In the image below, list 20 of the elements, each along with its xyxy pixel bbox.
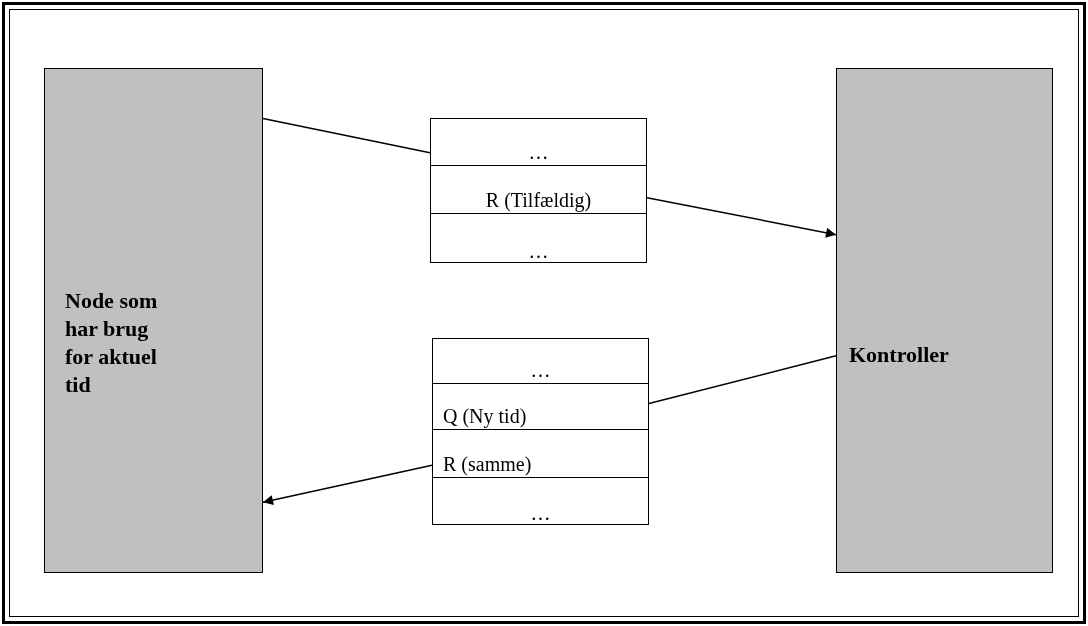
message-text: … (528, 240, 549, 262)
connector-line (262, 117, 431, 154)
arrow (262, 464, 433, 506)
message-stack (430, 118, 647, 263)
message-text: Q (Ny tid) (443, 405, 527, 427)
node-label: Kontroller (849, 341, 950, 369)
process-box (836, 68, 1053, 573)
process-box (44, 68, 263, 573)
message-text: … (530, 359, 551, 381)
message-row (431, 165, 646, 213)
connector-line (648, 355, 837, 405)
message-stack (432, 338, 649, 525)
arrow (646, 197, 837, 238)
message-text: … (530, 502, 551, 524)
message-text: … (528, 141, 549, 163)
node-label: Node som har brug for aktuel tid (65, 287, 159, 399)
message-text: R (Tilfældig) (485, 189, 592, 211)
message-row (433, 383, 648, 429)
message-text: R (samme) (443, 453, 532, 475)
message-row (433, 429, 648, 477)
